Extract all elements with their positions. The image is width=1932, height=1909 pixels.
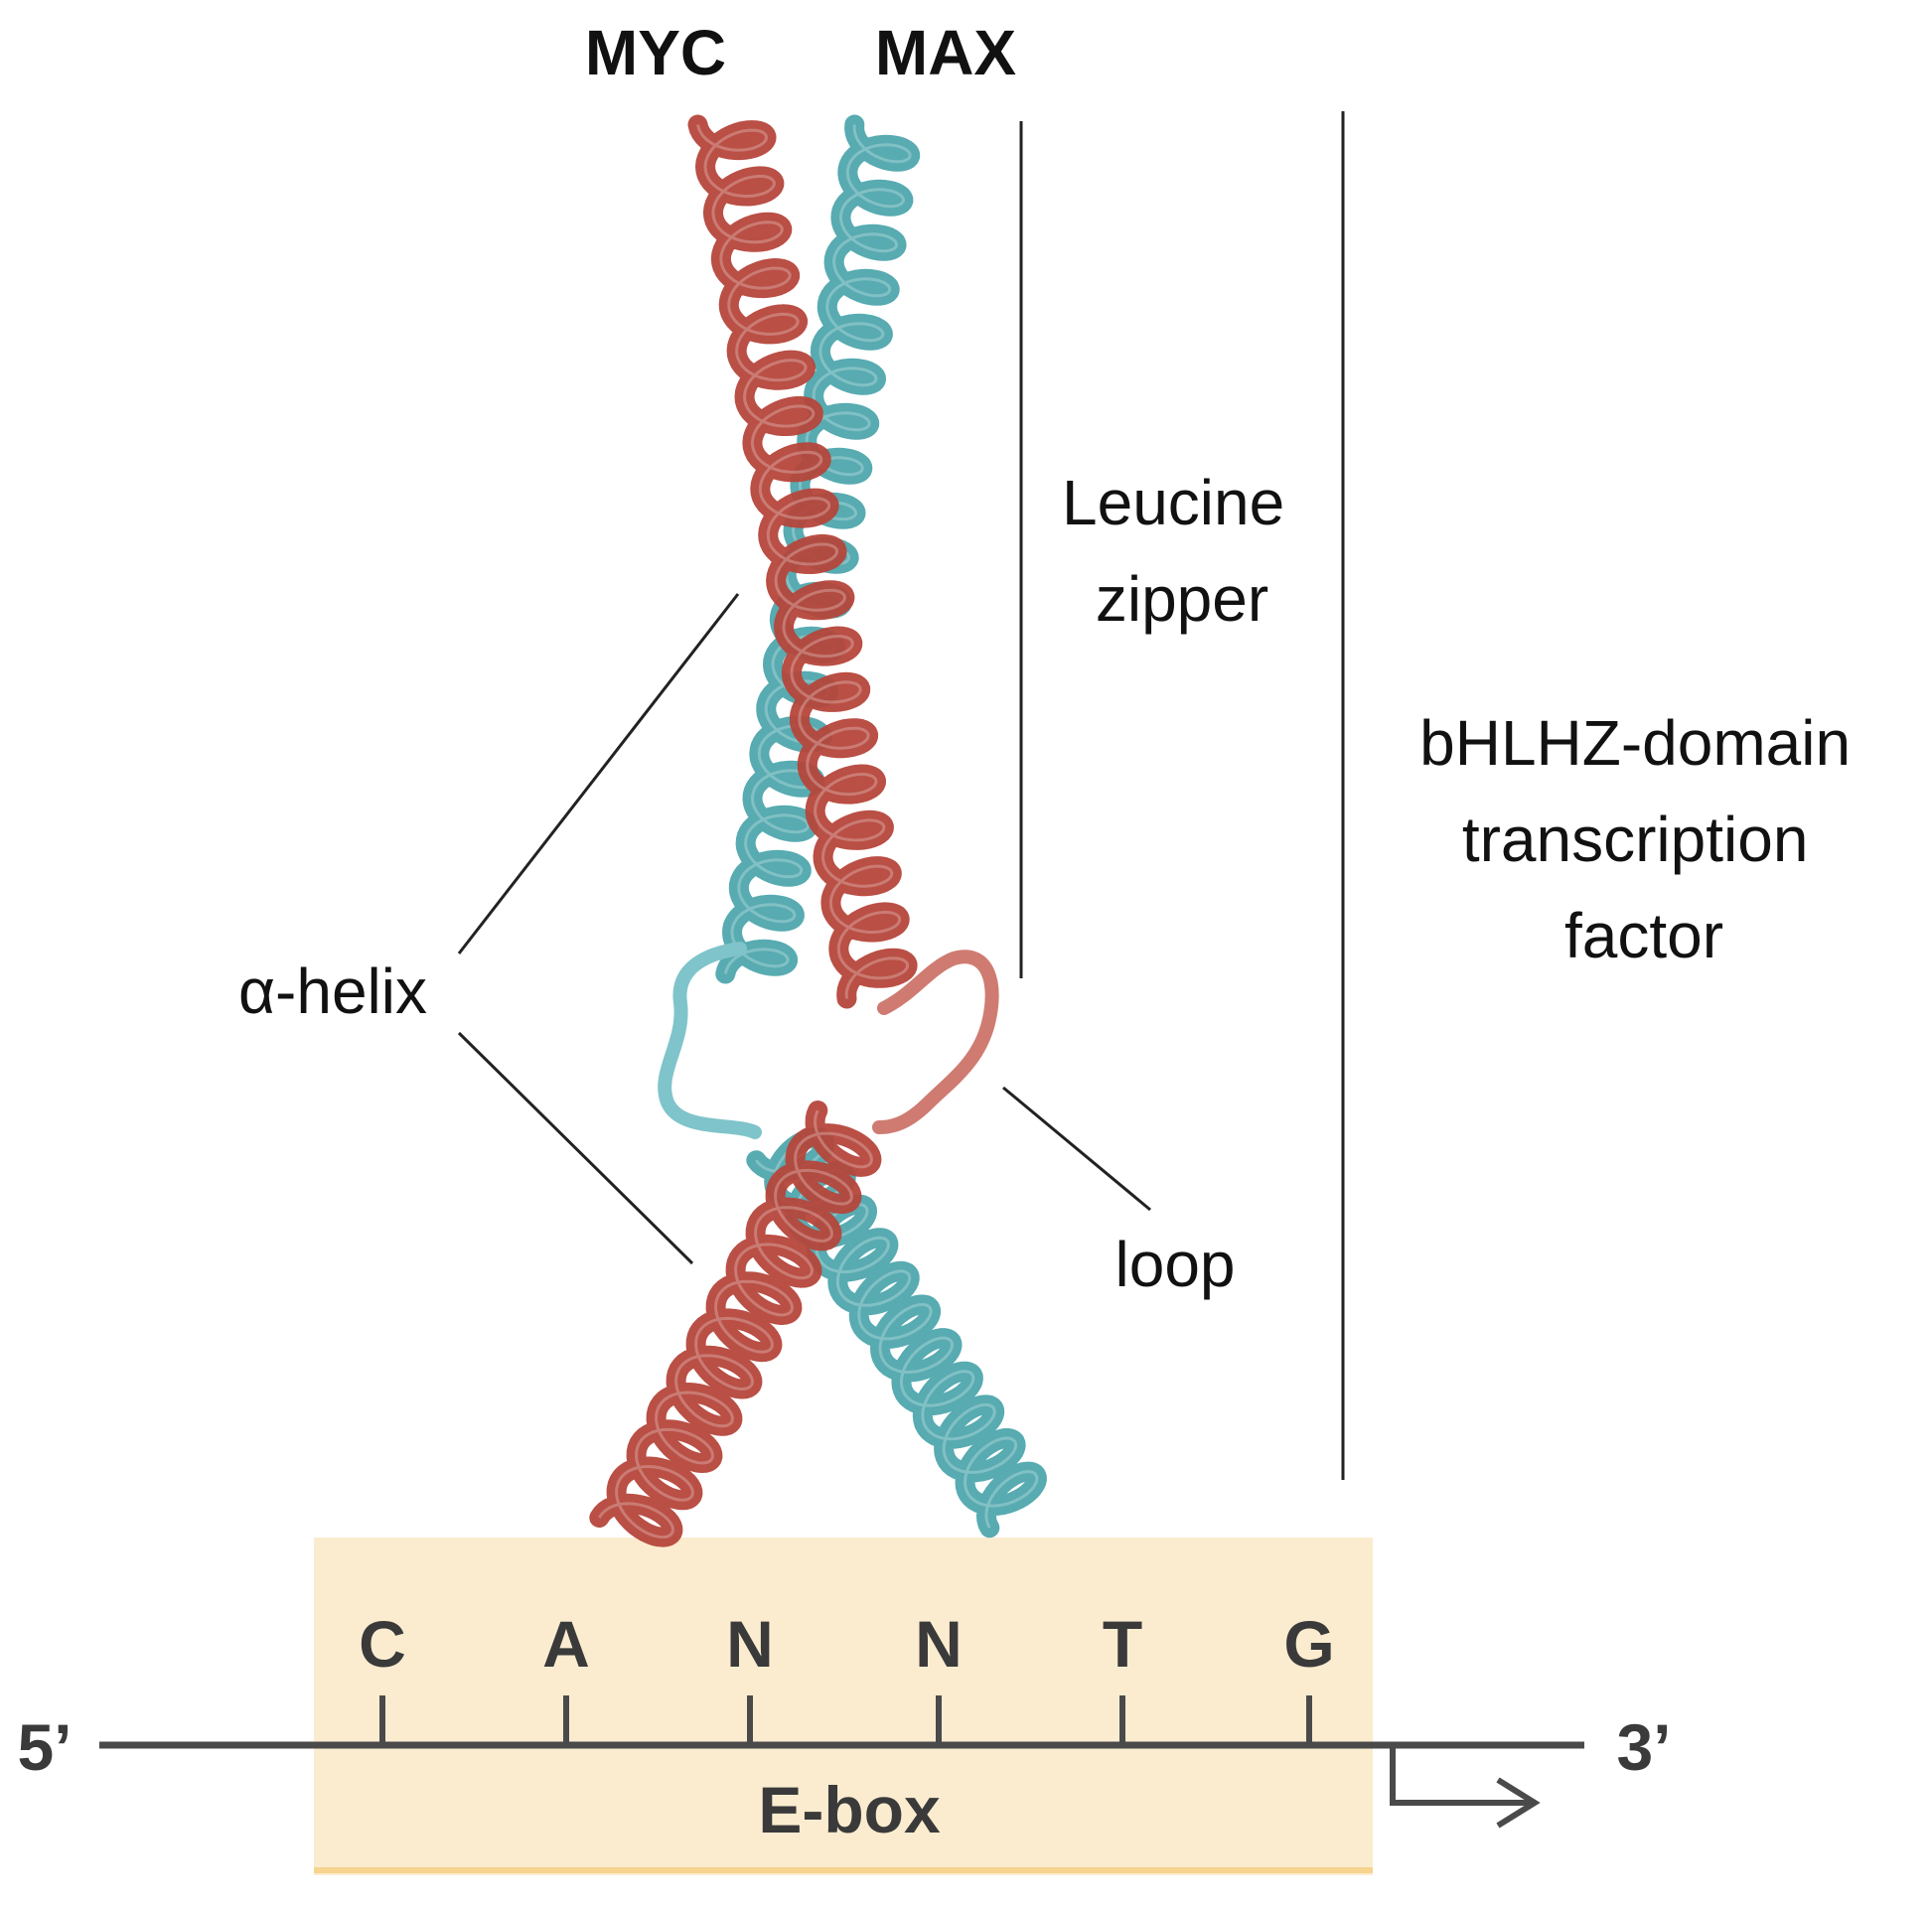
myc-label: MYC xyxy=(585,17,726,88)
myc-zipper-helix-ribbon xyxy=(687,114,918,1009)
max-zipper-helix xyxy=(715,114,921,984)
base-letter: C xyxy=(359,1607,406,1681)
base-letter: N xyxy=(726,1607,774,1681)
base-letter: G xyxy=(1283,1607,1334,1681)
myc-loop xyxy=(872,950,999,1134)
max-loop xyxy=(658,942,762,1139)
myc-basic-helix-ribbon xyxy=(589,1101,882,1547)
domain-label-line-3: factor xyxy=(1564,900,1723,971)
leucine-zipper-label: Leucine zipper xyxy=(1062,467,1302,635)
five-prime-label: 5’ xyxy=(17,1710,72,1784)
myc-zipper-helix xyxy=(687,114,918,1009)
max-zipper-helix-highlight xyxy=(723,124,912,974)
ebox-box xyxy=(314,1538,1373,1875)
leucine-zipper-line-2: zipper xyxy=(1096,563,1268,635)
protein-structures xyxy=(589,114,1047,1547)
ebox-region xyxy=(314,1538,1373,1875)
base-letter: N xyxy=(915,1607,963,1681)
ebox-label: E-box xyxy=(758,1773,941,1846)
myc-zipper-helix-highlight xyxy=(696,124,910,999)
alpha-helix-leader-upper xyxy=(457,593,740,954)
ebox-bottom-edge xyxy=(314,1867,1373,1873)
ebox-sequence: C A N N T G xyxy=(359,1607,1335,1745)
leucine-zipper-line-1: Leucine xyxy=(1062,467,1284,538)
alpha-helix-label: α-helix xyxy=(238,955,427,1027)
max-basic-helix-highlight xyxy=(755,1135,1039,1529)
domain-label: bHLHZ-domain transcription factor xyxy=(1419,707,1868,971)
max-label: MAX xyxy=(875,17,1017,88)
loop-connectors xyxy=(658,942,999,1139)
transcription-start-arrow xyxy=(1390,1745,1530,1806)
max-basic-helix-ribbon xyxy=(746,1127,1047,1539)
max-zipper-helix-ribbon xyxy=(715,114,921,984)
alpha-helix-leader-lower xyxy=(457,1031,694,1265)
myc-basic-helix xyxy=(589,1101,882,1547)
myc-basic-helix-highlight xyxy=(598,1109,873,1540)
arrow-head-icon xyxy=(1496,1777,1541,1829)
domain-label-line-1: bHLHZ-domain xyxy=(1419,707,1851,779)
base-letter: A xyxy=(542,1607,590,1681)
loop-leader xyxy=(1002,1086,1151,1212)
domain-label-line-2: transcription xyxy=(1462,804,1809,875)
max-basic-helix xyxy=(746,1127,1047,1539)
loop-label: loop xyxy=(1115,1229,1236,1300)
base-letter: T xyxy=(1103,1607,1142,1681)
three-prime-label: 3’ xyxy=(1616,1710,1671,1784)
